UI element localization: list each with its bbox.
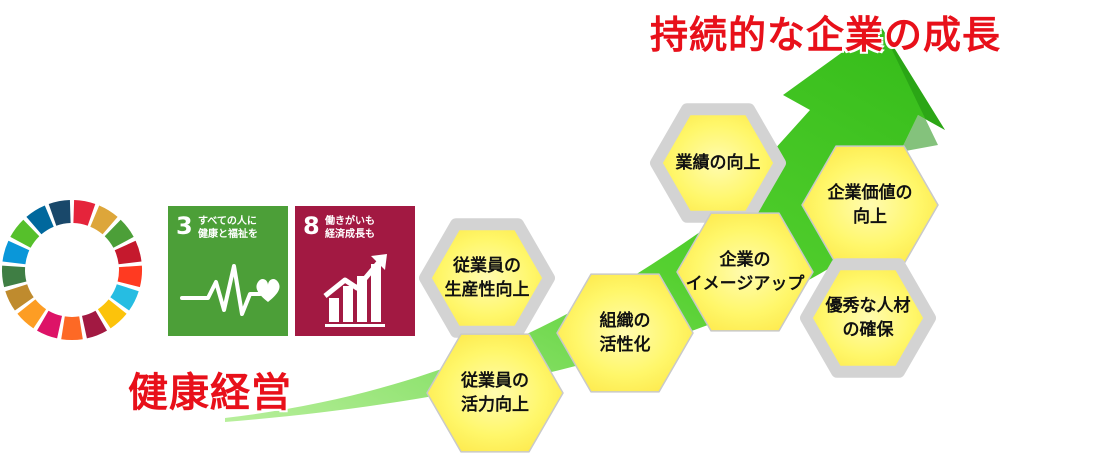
sdg-wheel-segment	[5, 284, 34, 311]
footer-label: 健康経営	[128, 370, 292, 416]
hex-vitality-label: 従業員の 活力向上	[461, 371, 529, 415]
sdg-wheel-segment	[104, 219, 134, 248]
sdg-wheel-segment	[97, 299, 127, 329]
hex-corporate-image-label: 企業の イメージアップ	[685, 250, 805, 294]
hex-talent	[800, 258, 936, 378]
sdg-wheel-segment	[2, 240, 30, 265]
sdg3-number: 3	[176, 212, 193, 240]
sdg3-text: すべての人に 健康と福祉を	[198, 216, 258, 240]
hex-organization-label: 組織の 活性化	[599, 311, 651, 355]
sdg-wheel-segment	[37, 310, 62, 339]
headline: 持続的な企業の成長	[650, 13, 1002, 57]
hexagon-group	[419, 103, 939, 453]
hex-corporate-value-label: 企業価値の 向上	[827, 183, 913, 227]
sdg-wheel-icon	[1, 200, 143, 341]
sdg-wheel-segment	[114, 240, 142, 265]
sdg-wheel-segment	[10, 219, 40, 248]
sdg-wheel-segment	[17, 299, 47, 329]
hex-talent-label: 優秀な人材 の確保	[825, 296, 911, 340]
sdg-wheel-segment	[110, 284, 139, 311]
growth-chart-icon	[323, 254, 387, 327]
hex-performance-label: 業績の向上	[675, 153, 761, 173]
sdg8-tile: 8 働きがいも 経済成長も	[295, 206, 415, 336]
sdg-wheel-segment	[117, 265, 143, 288]
hex-vitality	[426, 333, 564, 453]
heartbeat-icon	[180, 264, 280, 316]
sdg8-text: 働きがいも 経済成長も	[325, 216, 375, 240]
sdg-wheel-segment	[90, 205, 118, 235]
hex-corporate-image	[676, 212, 814, 332]
sdg-wheel-segment	[73, 200, 96, 226]
sdg3-tile: 3 すべての人に 健康と福祉を	[168, 206, 288, 336]
sdg8-number: 8	[303, 212, 320, 240]
hex-productivity	[419, 218, 555, 338]
hex-organization	[556, 273, 694, 393]
hex-productivity-label: 従業員の 生産性向上	[444, 256, 530, 300]
sdg-wheel-segment	[26, 205, 54, 235]
sdg-wheel-segment	[1, 265, 27, 288]
sdg-wheel-segment	[82, 310, 107, 339]
sdg-wheel-segment	[48, 200, 71, 226]
sdg-wheel-segment	[61, 316, 83, 341]
growth-arrow-shadow	[880, 25, 945, 152]
